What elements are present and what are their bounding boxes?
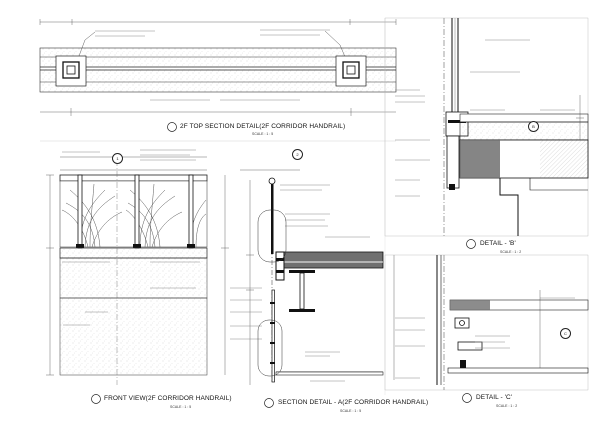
top-section-scale: SCALE : 1 : 5: [252, 132, 274, 136]
marker-c: C: [560, 328, 571, 339]
detail-c-title: DETAIL - 'C': [476, 394, 513, 401]
detail-b-scale: SCALE : 1 : 2: [500, 250, 522, 254]
top-section-title: 2F TOP SECTION DETAIL(2F CORRIDOR HANDRA…: [180, 123, 346, 130]
detail-c-marker: [462, 393, 472, 403]
top-section-plan: [39, 19, 397, 116]
detail-b-title: DETAIL - 'B': [480, 240, 516, 247]
front-view-marker: [91, 394, 101, 404]
top-section-marker: [167, 122, 177, 132]
marker-b: B: [528, 121, 539, 132]
front-view-title: FRONT VIEW(2F CORRIDOR HANDRAIL): [104, 395, 232, 402]
detail-b-marker: [466, 239, 476, 249]
marker-2: 2: [292, 149, 303, 160]
front-view-scale: SCALE : 1 : 5: [170, 405, 192, 409]
section-detail-title: SECTION DETAIL - A(2F CORRIDOR HANDRAIL): [278, 399, 429, 406]
marker-1: 1: [112, 153, 123, 164]
section-detail-marker: [264, 398, 274, 408]
front-view-elevation: [46, 149, 229, 385]
section-detail-scale: SCALE : 1 : 5: [340, 409, 362, 413]
detail-c: [384, 254, 589, 391]
section-detail-a: [230, 169, 395, 385]
detail-b: [384, 17, 589, 237]
detail-c-scale: SCALE : 1 : 2: [496, 404, 518, 408]
